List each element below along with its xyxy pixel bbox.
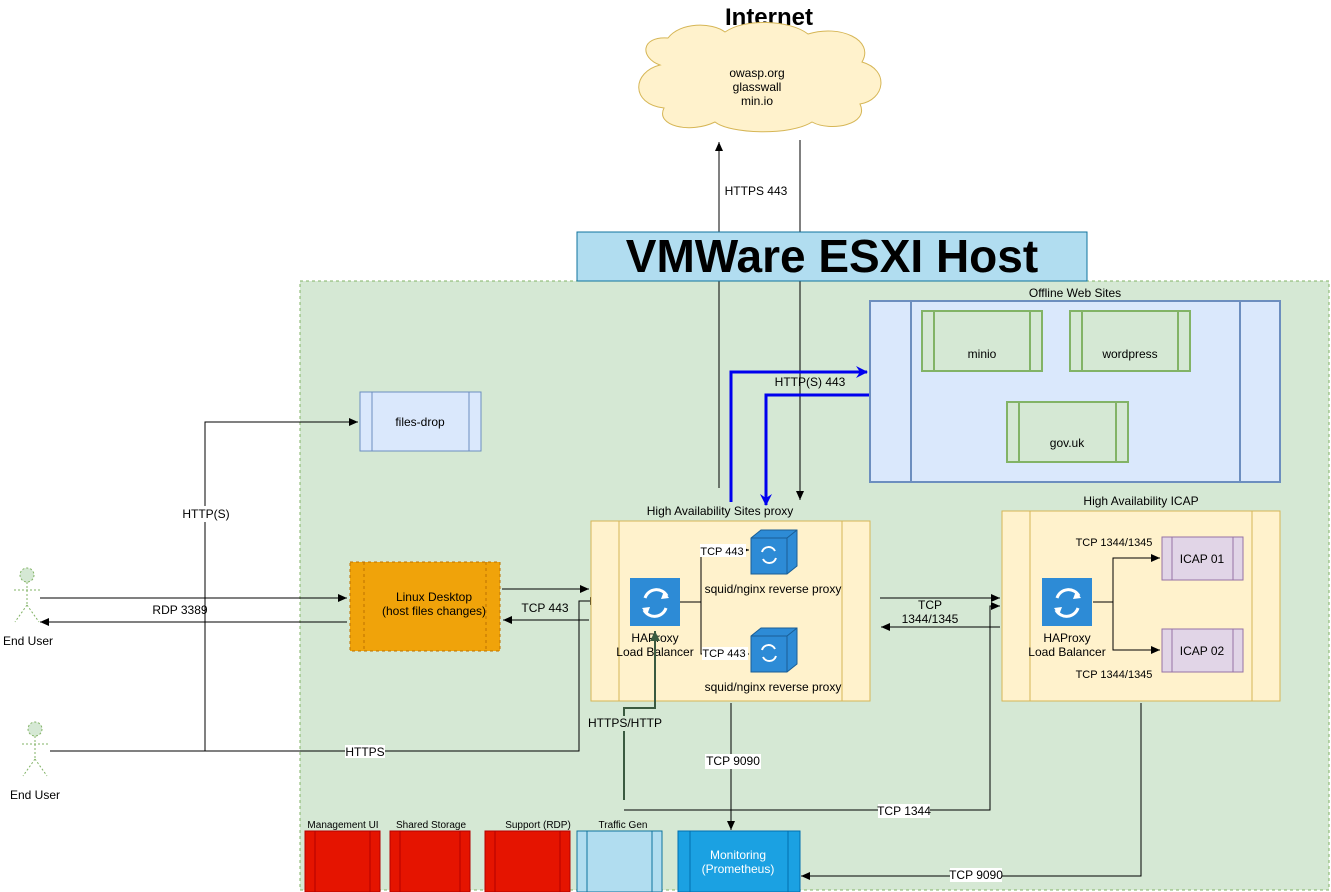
edge-label-http-s-443: HTTP(S) 443 (775, 375, 846, 389)
edge-offline-to-proxy (760, 393, 869, 506)
support-rdp-label: Support (RDP) (505, 820, 571, 831)
edge-label-tcp-icap-1: TCP (918, 598, 942, 612)
squid-proxy-label-2: squid/nginx reverse proxy (705, 680, 842, 694)
site-minio-label: minio (968, 347, 997, 361)
edge-label-http-s: HTTP(S) (182, 507, 229, 521)
management-ui (304, 830, 381, 892)
support-rdp (484, 830, 571, 892)
icap-haproxy-icon (1042, 578, 1092, 626)
icap-haproxy-line2: Load Balancer (1028, 645, 1105, 659)
sites-haproxy-icon (630, 578, 680, 626)
linux-desktop-line2: (host files changes) (382, 604, 486, 618)
files-drop-label: files-drop (395, 415, 445, 429)
site-govuk: gov.uk (1006, 401, 1129, 463)
edge-label-rdp: RDP 3389 (152, 603, 207, 617)
site-wordpress-label: wordpress (1101, 347, 1157, 361)
cloud-line-3: min.io (741, 94, 773, 108)
icap-02-label: ICAP 02 (1180, 644, 1225, 658)
edge-label-tcp-9090-b: TCP 9090 (949, 868, 1003, 882)
edge-label-https-443: HTTPS 443 (725, 184, 788, 198)
edge-label-icap-bottom: TCP 1344/1345 (1076, 669, 1153, 681)
offline-sites-title: Offline Web Sites (1029, 286, 1121, 300)
squid-proxy-label-1: squid/nginx reverse proxy (705, 582, 842, 596)
shared-storage (389, 830, 471, 892)
shared-storage-label: Shared Storage (396, 820, 466, 831)
edge-icap-haproxy-to-icap-02 (1112, 602, 1160, 654)
icap-02: ICAP 02 (1161, 628, 1244, 673)
ha-sites-title: High Availability Sites proxy (647, 504, 794, 518)
edge-label-https-http: HTTPS/HTTP (588, 716, 662, 730)
traffic-gen-label: Traffic Gen (599, 820, 648, 831)
monitoring-line2: (Prometheus) (702, 862, 775, 876)
edge-proxy-to-offline (729, 366, 868, 502)
files-drop: files-drop (359, 391, 482, 452)
cloud-line-2: glasswall (733, 80, 782, 94)
internet-cloud: owasp.org glasswall min.io (638, 22, 882, 133)
end-user-1-label: End User (3, 634, 53, 648)
esxi-host-banner: VMWare ESXI Host (576, 230, 1088, 282)
end-user-2: End User (10, 721, 60, 802)
edge-label-tcp-443: TCP 443 (521, 601, 568, 615)
linux-desktop-line1: Linux Desktop (396, 590, 472, 604)
edge-traffic-gen-to-proxy (623, 631, 660, 800)
monitoring: Monitoring (Prometheus) (677, 830, 801, 892)
traffic-gen (576, 830, 663, 892)
linux-desktop: Linux Desktop (host files changes) (349, 561, 501, 652)
edge-label-tcp-icap-2: 1344/1345 (902, 612, 959, 626)
edge-label-tcp-9090: TCP 9090 (706, 754, 760, 768)
management-ui-label: Management UI (307, 820, 378, 831)
edge-label-https: HTTPS (345, 745, 384, 759)
edge-label-tcp-443-b: TCP 443 (702, 648, 745, 660)
monitoring-line1: Monitoring (710, 848, 766, 862)
icap-01-label: ICAP 01 (1180, 552, 1225, 566)
icap-haproxy-line1: HAProxy (1043, 631, 1090, 645)
site-govuk-label: gov.uk (1050, 436, 1085, 450)
end-user-1: End User (3, 567, 53, 648)
edge-label-tcp-443-a: TCP 443 (700, 546, 743, 558)
squid-proxy-icon-1 (750, 529, 798, 575)
edge-label-tcp-1344: TCP 1344 (877, 804, 931, 818)
edge-user-to-files-drop (204, 418, 358, 751)
edge-label-icap-top: TCP 1344/1345 (1076, 537, 1153, 549)
esxi-host-label: VMWare ESXI Host (626, 230, 1038, 282)
end-user-2-label: End User (10, 788, 60, 802)
ha-icap-title: High Availability ICAP (1083, 494, 1198, 508)
edge-user2-to-proxy (50, 597, 599, 752)
edge-icap-haproxy-to-icap-01 (1093, 554, 1160, 603)
cloud-line-1: owasp.org (729, 66, 784, 80)
edge-traffic-gen-to-icap (624, 602, 1000, 811)
edge-icap-to-monitoring (801, 703, 1142, 880)
site-minio: minio (921, 310, 1043, 372)
squid-proxy-icon-2 (750, 627, 798, 673)
icap-01: ICAP 01 (1161, 536, 1244, 581)
site-wordpress: wordpress (1069, 310, 1191, 372)
